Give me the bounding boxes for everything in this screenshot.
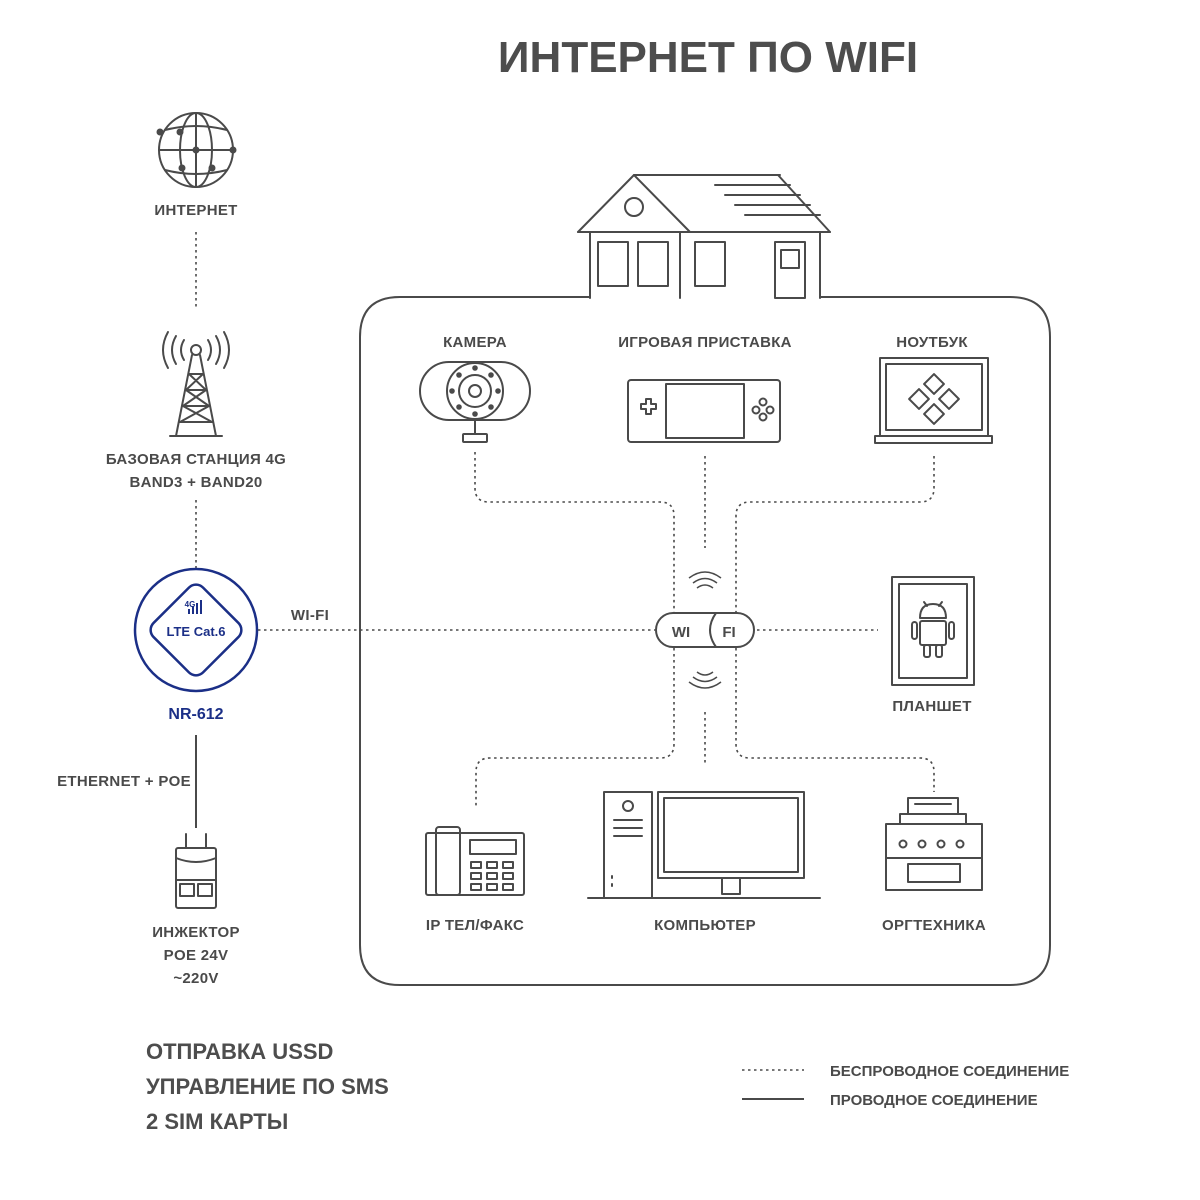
desktop-computer-icon <box>587 791 821 899</box>
base-station-bands: BAND3 + BAND20 <box>130 474 263 491</box>
poe-injector-icon <box>175 833 217 909</box>
cell-tower-icon <box>162 331 230 437</box>
camera-label: КАМЕРА <box>443 334 507 351</box>
webcam-icon <box>419 361 531 443</box>
house-icon <box>577 174 831 299</box>
wifi-signal-up-icon <box>688 571 722 589</box>
laptop-label: НОУТБУК <box>896 334 968 351</box>
legend: БЕСПРОВОДНОЕ СОЕДИНЕНИЕ ПРОВОДНОЕ СОЕДИН… <box>742 1063 1069 1109</box>
router-badge: LTE Cat.6 <box>167 624 226 639</box>
laptop-icon <box>874 357 993 444</box>
hub-label-fi: FI <box>722 624 735 641</box>
computer-label: КОМПЬЮТЕР <box>654 917 756 934</box>
office-equipment-label: ОРГТЕХНИКА <box>882 917 986 934</box>
ip-phone-label: IP ТЕЛ/ФАКС <box>426 917 524 934</box>
injector-mains: ~220V <box>173 970 218 987</box>
ethernet-poe-label: ETHERNET + POE <box>57 773 191 790</box>
tablet-icon <box>891 576 975 686</box>
page-title: ИНТЕРНЕТ ПО WIFI <box>498 33 918 82</box>
printer-icon <box>885 797 983 891</box>
wifi-link-label: WI-FI <box>291 607 329 624</box>
hub-label-wi: WI <box>672 624 690 641</box>
wifi-signal-down-icon <box>688 671 722 689</box>
feature-ussd: ОТПРАВКА USSD <box>146 1039 333 1064</box>
wireless-links <box>474 452 935 808</box>
console-label: ИГРОВАЯ ПРИСТАВКА <box>618 334 792 351</box>
legend-wireless-label: БЕСПРОВОДНОЕ СОЕДИНЕНИЕ <box>830 1063 1069 1080</box>
router-nr612: 4G LTE Cat.6 <box>133 567 259 693</box>
globe-icon <box>156 112 237 188</box>
injector-voltage: POE 24V <box>164 947 229 964</box>
feature-sms: УПРАВЛЕНИЕ ПО SMS <box>146 1074 389 1099</box>
home-network-area <box>359 296 1051 986</box>
tablet-label: ПЛАНШЕТ <box>892 698 971 715</box>
internet-label: ИНТЕРНЕТ <box>154 202 237 219</box>
signal-bars-icon <box>188 600 202 614</box>
game-console-icon <box>627 379 781 443</box>
router-model-label: NR-612 <box>168 706 223 723</box>
legend-wired-label: ПРОВОДНОЕ СОЕДИНЕНИЕ <box>830 1092 1038 1109</box>
base-station-label: БАЗОВАЯ СТАНЦИЯ 4G <box>106 451 286 468</box>
ip-phone-icon <box>425 826 525 896</box>
wifi-hub: WI FI <box>655 571 755 689</box>
router-4g-badge: 4G <box>185 600 196 609</box>
feature-dual-sim: 2 SIM КАРТЫ <box>146 1109 288 1134</box>
injector-label: ИНЖЕКТОР <box>152 924 240 941</box>
